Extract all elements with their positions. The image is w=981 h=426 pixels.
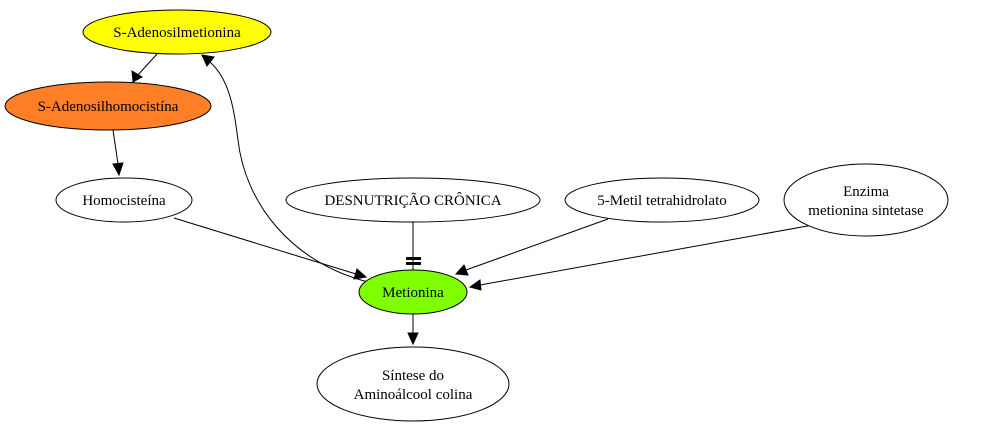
tee-mark-desnutricao — [406, 257, 421, 260]
node-shape-s-adenosilhomocistina — [4, 81, 212, 131]
edge-metil-to-metionina — [465, 218, 609, 271]
node-label-homocisteina: Homocisteína — [82, 193, 166, 209]
node-shape-enzima — [783, 163, 949, 237]
arrowhead-sah-to-homocisteina — [112, 162, 124, 177]
node-shape-metil — [564, 177, 760, 223]
node-label-sintese-line-1: Síntese do — [382, 368, 444, 384]
tee-mark-desnutricao-2 — [406, 262, 421, 265]
arrowhead-homocisteina-to-metionina — [353, 268, 368, 280]
edges — [112, 53, 814, 346]
node-label-desnutricao: DESNUTRIÇÃO CRÔNICA — [324, 192, 501, 209]
arrowhead-metionina-to-sam — [201, 54, 215, 67]
edge-enzima-to-metionina — [479, 224, 814, 286]
node-metil: 5-Metil tetrahidrolato — [564, 177, 760, 223]
edge-homocisteina-to-metionina — [173, 217, 357, 275]
node-metionina: Metionina — [358, 269, 468, 315]
node-label-metil: 5-Metil tetrahidrolato — [597, 193, 727, 209]
node-label-enzima-line-1: Enzima — [843, 184, 889, 200]
node-desnutricao: DESNUTRIÇÃO CRÔNICA — [285, 177, 541, 223]
node-shape-sintese — [316, 346, 510, 422]
node-shape-homocisteina — [55, 177, 193, 223]
node-s-adenosilmetionina: S-Adenosilmetionina — [82, 9, 272, 55]
node-label-metionina: Metionina — [382, 285, 444, 301]
arrowhead-metil-to-metionina — [454, 264, 469, 276]
arrowhead-metionina-to-sintese — [407, 332, 419, 346]
node-shape-desnutricao — [285, 177, 541, 223]
node-homocisteina: Homocisteína — [55, 177, 193, 223]
node-sintese: Síntese do Aminoálcool colina — [316, 346, 510, 422]
node-shape-metionina — [358, 269, 468, 315]
node-label-enzima-line-2: metionina sintetase — [808, 203, 924, 219]
node-label-sintese-line-2: Aminoálcool colina — [354, 387, 473, 403]
node-shape-s-adenosilmetionina — [82, 9, 272, 55]
node-label-s-adenosilhomocistina: S-Adenosilhomocistína — [38, 99, 179, 115]
arrowhead-enzima-to-metionina — [468, 279, 482, 291]
edge-metionina-to-sam — [209, 61, 369, 283]
node-enzima: Enzima metionina sintetase — [783, 163, 949, 237]
node-s-adenosilhomocistina: S-Adenosilhomocistína — [4, 81, 212, 131]
node-label-s-adenosilmetionina: S-Adenosilmetionina — [113, 25, 241, 41]
edge-sah-to-homocisteina — [112, 129, 119, 165]
arrowhead-sam-to-sah — [131, 70, 143, 83]
edge-sam-to-sah — [136, 53, 158, 77]
